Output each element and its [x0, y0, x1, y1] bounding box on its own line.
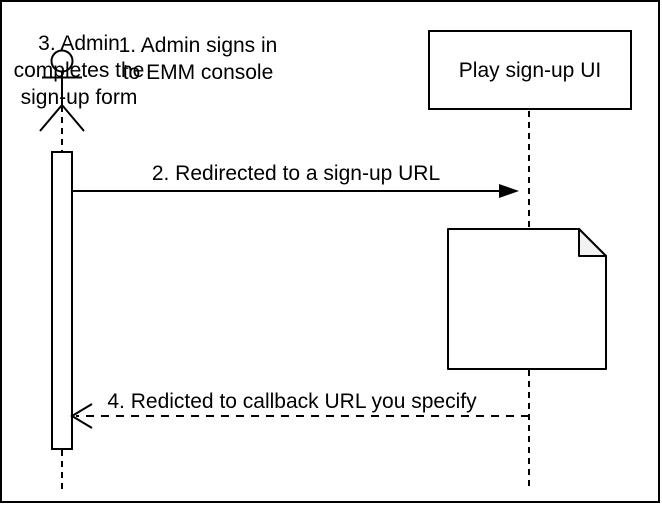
message-4-arrowhead-icon — [70, 403, 93, 429]
diagram-border — [0, 0, 660, 503]
message-4-label: 4. Redicted to callback URL you specify — [107, 390, 477, 413]
actor-figure — [39, 49, 85, 132]
actor-head — [50, 49, 74, 73]
note-shape — [447, 228, 607, 370]
activation-bar — [51, 151, 73, 450]
participant-label: Play sign-up UI — [458, 58, 602, 82]
participant-box: Play sign-up UI — [428, 30, 632, 110]
note-body — [447, 228, 607, 370]
note-fold-icon — [578, 228, 607, 257]
actor-left-leg — [39, 104, 63, 132]
actor-right-leg — [61, 104, 85, 132]
message-2-label: 2. Redirected to a sign-up URL — [151, 162, 441, 185]
message-2-arrowhead-icon — [499, 184, 519, 198]
note-label-container: 3. Admin completes the sign-up form — [0, 0, 158, 140]
actor-label: 1. Admin signs in to EMM console — [118, 34, 278, 84]
note-label: 3. Admin completes the sign-up form — [13, 31, 145, 109]
